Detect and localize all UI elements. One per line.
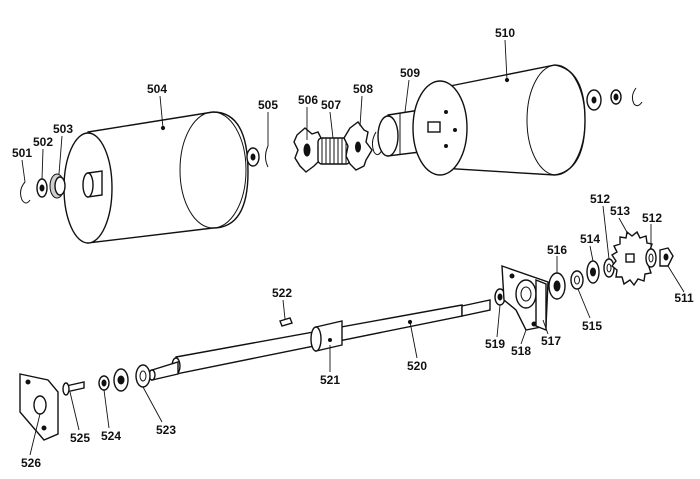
clutch-plate-506 <box>293 127 323 173</box>
label-524: 524 <box>101 429 121 443</box>
right-roller-end-parts <box>586 87 643 111</box>
nut-511 <box>659 247 674 267</box>
bearing-523 <box>113 364 151 392</box>
sprocket-513 <box>611 230 657 287</box>
spacer-505 <box>246 145 269 168</box>
leader-lines <box>21 39 685 456</box>
label-512-right: 512 <box>642 211 662 225</box>
label-520: 520 <box>407 359 427 373</box>
washer-512-right <box>645 248 657 268</box>
label-519: 519 <box>485 337 505 351</box>
label-514: 514 <box>580 232 600 246</box>
label-525: 525 <box>70 431 90 445</box>
label-506: 506 <box>298 93 318 107</box>
key-522 <box>279 317 293 327</box>
spacer-515 <box>570 270 584 290</box>
label-510: 510 <box>495 26 515 40</box>
sprocket-plate-508 <box>343 121 373 171</box>
label-509: 509 <box>400 66 420 80</box>
label-505: 505 <box>258 98 278 112</box>
label-516: 516 <box>547 243 567 257</box>
bearing-502 <box>36 178 48 198</box>
collar-521 <box>310 320 343 352</box>
left-roller-504 <box>63 111 249 244</box>
bearing-516 <box>548 272 566 300</box>
washer-512-left <box>603 258 615 278</box>
mount-plate-526 <box>19 373 59 441</box>
right-roller-510 <box>412 64 586 176</box>
label-517: 517 <box>541 334 561 348</box>
label-503: 503 <box>53 122 73 136</box>
bolt-525 <box>62 381 85 396</box>
bushing-503 <box>49 173 66 199</box>
label-522: 522 <box>272 286 292 300</box>
part-labels: 501 502 503 504 505 506 507 508 509 510 … <box>12 26 694 470</box>
label-515: 515 <box>582 319 602 333</box>
label-508: 508 <box>353 82 373 96</box>
label-501: 501 <box>12 146 32 160</box>
label-518: 518 <box>511 344 531 358</box>
snap-ring-near-509 <box>371 131 383 156</box>
label-512-left: 512 <box>590 192 610 206</box>
label-523: 523 <box>156 423 176 437</box>
plate-517 <box>535 278 547 332</box>
label-507: 507 <box>321 98 341 112</box>
label-526: 526 <box>21 456 41 470</box>
label-521: 521 <box>320 373 340 387</box>
washer-524 <box>98 375 110 391</box>
label-502: 502 <box>33 135 53 149</box>
hub-514 <box>586 260 600 284</box>
snap-ring-501 <box>20 181 31 204</box>
label-513: 513 <box>610 204 630 218</box>
label-511: 511 <box>674 291 694 305</box>
label-504: 504 <box>147 82 167 96</box>
